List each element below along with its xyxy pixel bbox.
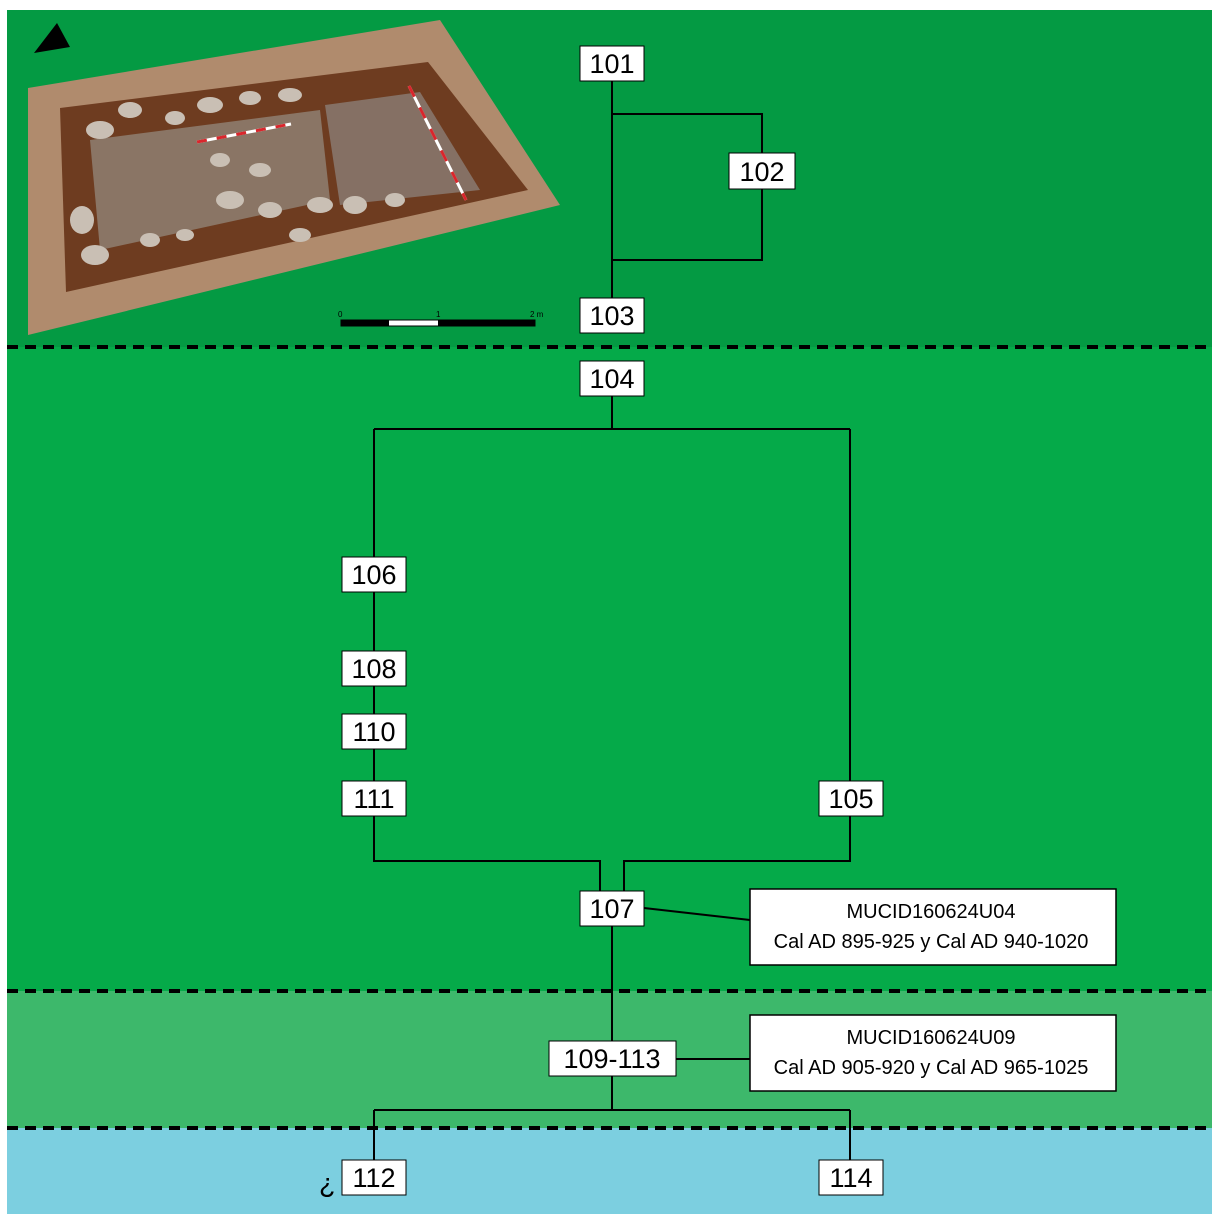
sample-id: MUCID160624U09 (847, 1027, 1016, 1049)
unit-box-114: 114 (819, 1160, 883, 1195)
unit-label-110: 110 (352, 717, 395, 747)
unit-label-108: 108 (351, 654, 396, 684)
sample-id: MUCID160624U04 (847, 901, 1016, 923)
unit-label-106: 106 (351, 560, 396, 590)
unit-label-111: 111 (353, 784, 394, 814)
sample-note: MUCID160624U09 Cal AD 905-920 y Cal AD 9… (750, 1015, 1116, 1091)
unit-box-109-113: 109-113 (549, 1041, 676, 1076)
unit-label-112: 112 (352, 1163, 395, 1193)
unit-label-103: 103 (589, 301, 634, 331)
sample-dates: Cal AD 905-920 y Cal AD 965-1025 (774, 1057, 1089, 1079)
sample-dates: Cal AD 895-925 y Cal AD 940-1020 (774, 931, 1089, 953)
scale-tick-0: 0 (338, 310, 343, 319)
unit-label-101: 101 (589, 49, 634, 79)
unit-box-107: 107 (580, 891, 644, 926)
unit-box-110: 110 (342, 714, 406, 749)
unit-label-114: 114 (829, 1163, 872, 1193)
unit-box-112: 112 (342, 1160, 406, 1195)
unit-label-102: 102 (739, 157, 784, 187)
unit-label-104: 104 (589, 364, 634, 394)
unit-label-109-113: 109-113 (563, 1044, 660, 1074)
unit-label-107: 107 (589, 894, 634, 924)
scale-tick-2: 2 m (530, 310, 544, 319)
unit-box-102: 102 (729, 153, 795, 189)
unit-box-101: 101 (580, 46, 644, 81)
unit-label-105: 105 (828, 784, 873, 814)
unit-box-103: 103 (580, 298, 644, 333)
uncertain-mark: ¿ (319, 1168, 336, 1198)
unit-box-108: 108 (342, 651, 406, 686)
unit-box-106: 106 (342, 557, 406, 592)
scale-tick-1: 1 (436, 310, 441, 319)
zone-bottom (7, 1128, 1212, 1214)
unit-box-104: 104 (580, 361, 644, 396)
unit-box-105: 105 (819, 781, 883, 816)
sample-note: MUCID160624U04 Cal AD 895-925 y Cal AD 9… (750, 889, 1116, 965)
unit-box-111: 111 (342, 781, 406, 816)
